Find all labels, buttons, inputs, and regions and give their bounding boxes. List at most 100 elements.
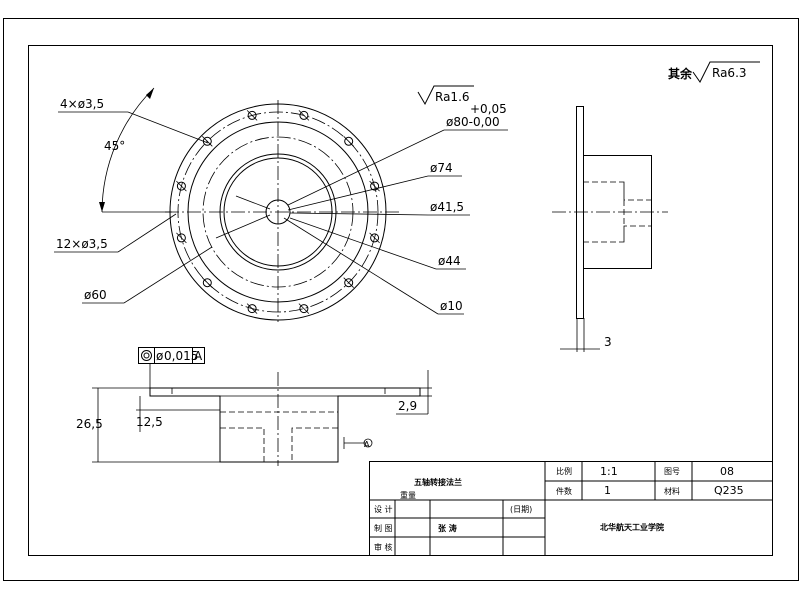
side-view: 3 (552, 106, 668, 352)
side-boss (583, 155, 652, 269)
concentricity-icon (143, 352, 150, 359)
angle-arrow-icon (146, 88, 154, 99)
circle-41-5 (223, 157, 333, 267)
bolt-hole (176, 181, 186, 191)
datum-circle (363, 438, 373, 448)
bolt-hole-mark (343, 136, 354, 147)
gdt-datum: A (194, 349, 203, 363)
circle-10 (265, 199, 291, 225)
bolt-hole-mark (298, 110, 310, 121)
gdt-tolerance: 0,015 (164, 349, 198, 363)
label-hole-small: 4×ø3,5 (60, 97, 104, 111)
dim-26-5-label: 26,5 (76, 417, 103, 431)
roughness-other: 其余 Ra6.3 (668, 61, 760, 83)
circle-pcd-60 (202, 136, 354, 288)
dim-2-9-label: 2,9 (398, 399, 417, 413)
leader-dia-41 (289, 212, 429, 216)
bolt-hole (344, 136, 354, 146)
circle-44 (219, 153, 337, 271)
tb-designer-label: 设 计 (374, 504, 393, 514)
tb-drawn-name: 张 涛 (438, 523, 457, 533)
label-dia-80: ø80-0,00 (446, 115, 500, 129)
inner-frame (28, 45, 773, 556)
angle-arrow-icon (99, 202, 105, 212)
tb-qty-value: 1 (604, 484, 611, 497)
dim-12-5-label: 12,5 (136, 415, 163, 429)
label-dia-10: ø10 (440, 299, 463, 313)
tb-institution: 北华航天工业学院 (600, 522, 664, 532)
concentricity-icon (141, 350, 152, 361)
roughness-face-icon (417, 85, 474, 106)
bolt-hole (176, 233, 186, 243)
label-dia-74: ø74 (430, 161, 453, 175)
section-outline (149, 387, 421, 463)
bolt-hole (247, 110, 257, 120)
tb-material-value: Q235 (714, 484, 744, 497)
leader-dia-74 (287, 175, 429, 211)
side-thickness-label: 3 (604, 335, 612, 349)
bolt-hole (299, 110, 309, 120)
bolt-hole-mark (176, 232, 187, 244)
tb-scale-label: 比例 (556, 466, 572, 476)
bolt-hole (202, 278, 212, 288)
angle-arc (101, 87, 155, 213)
circle-74 (187, 121, 369, 303)
bolt-hole-mark (298, 303, 310, 314)
front-view: 45° 4×ø3,5 12×ø3,5 ø60 Ra1.6 +0,05 ø80-0… (54, 85, 508, 322)
tb-weight-label: 重量 (400, 490, 416, 500)
label-dia-44: ø44 (438, 254, 461, 268)
bolt-hole-mark (176, 180, 187, 192)
bolt-hole-mark (246, 303, 258, 314)
bolt-hole (370, 233, 380, 243)
leader-center (235, 195, 271, 210)
tb-scale-value: 1:1 (600, 465, 618, 478)
tb-page-value: 08 (720, 465, 734, 478)
section-hidden (171, 388, 386, 462)
gdt-frame (138, 347, 205, 364)
bolt-hole (344, 278, 354, 288)
label-hole-ring: 12×ø3,5 (56, 237, 108, 251)
roughness-face-value: Ra1.6 (435, 90, 470, 104)
leader-pcd-60 (123, 246, 213, 304)
bolt-hole-mark (202, 277, 213, 288)
leader-dia-80 (287, 129, 445, 206)
outer-border (3, 18, 799, 581)
bolt-hole (247, 304, 257, 314)
leader-dia-44 (289, 217, 437, 270)
bolt-hole-mark (369, 232, 380, 244)
bolt-hole-mark (202, 136, 213, 147)
section-view: ø 0,015 A 26,5 12,5 2,9 A (76, 347, 432, 466)
bolt-hole-mark (343, 277, 354, 288)
leader-center (215, 214, 271, 239)
gdt-diameter-icon: ø (156, 349, 163, 363)
leader-dia-10 (283, 217, 439, 315)
tb-material-label: 材料 (664, 486, 680, 496)
bolt-hole-mark (369, 180, 380, 192)
roughness-symbol-icon (692, 61, 760, 83)
bolt-hole-mark (246, 110, 258, 121)
tb-check-label: 审 核 (374, 542, 393, 552)
tb-part-name: 五轴转接法兰 (414, 477, 462, 487)
tol-upper-80: +0,05 (470, 102, 507, 116)
side-hidden-bore (583, 181, 651, 243)
tb-drawn-label: 制 图 (374, 523, 393, 533)
bolt-hole (299, 304, 309, 314)
tb-page-label: 图号 (664, 467, 680, 476)
roughness-other-label: 其余 (668, 66, 693, 81)
leader-hole-small (127, 111, 209, 144)
angle-label: 45° (104, 139, 125, 153)
label-dia-41: ø41,5 (430, 200, 464, 214)
datum-marker-label: A (364, 440, 370, 449)
circle-pcd-hole-ring (177, 111, 379, 313)
bolt-hole (370, 181, 380, 191)
leader-hole-ring (117, 213, 177, 253)
title-block: 五轴转接法兰 比例 1:1 图号 08 件数 1 材料 Q235 重量 设 计 … (369, 461, 773, 556)
roughness-other-value: Ra6.3 (712, 66, 747, 80)
hole-ring (176, 110, 380, 314)
tb-date-label: (日期) (510, 505, 532, 514)
title-block-frame (369, 461, 773, 556)
tb-qty-label: 件数 (556, 486, 572, 496)
side-flange (576, 106, 584, 319)
label-pcd-60: ø60 (84, 288, 107, 302)
